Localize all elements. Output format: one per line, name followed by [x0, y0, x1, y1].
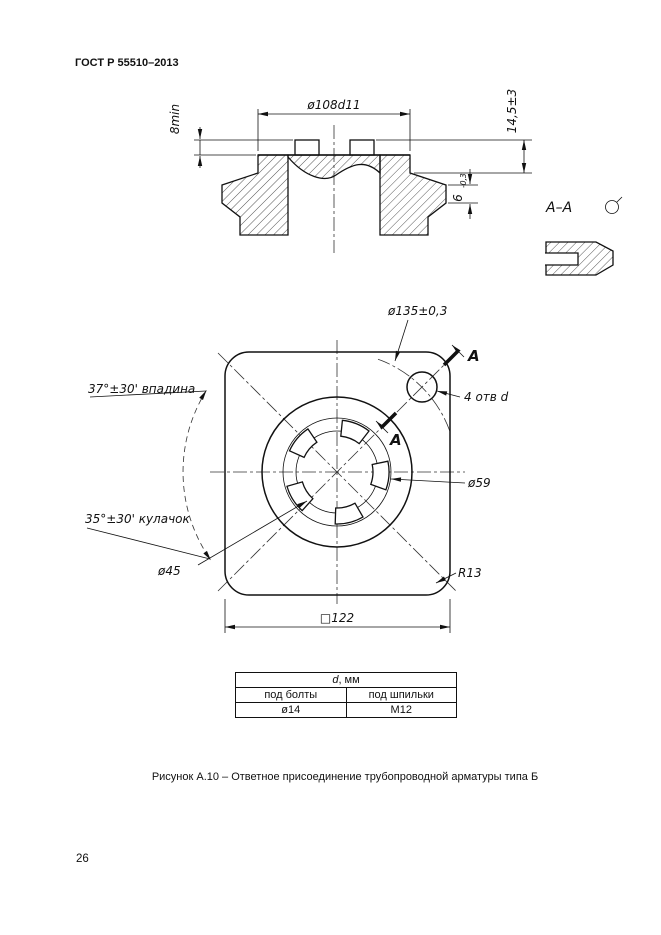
dim-spigot-label: ø108d11: [306, 98, 360, 112]
cam-slot: [286, 481, 314, 512]
right-wall-section: [379, 154, 447, 236]
aa-section-profile: [545, 241, 614, 276]
dim-min-height-label: 8min: [168, 104, 182, 134]
cam-slot: [334, 502, 364, 525]
section-aa-label: А–А: [545, 200, 572, 216]
dim-lug-height-label: 14,5±3: [505, 89, 519, 133]
table-header-unit: , мм: [338, 674, 360, 686]
rotated-view-icon: [605, 200, 619, 214]
page-number: 26: [76, 853, 89, 865]
bolt-hole: [406, 371, 438, 403]
value-studs: М12: [345, 703, 457, 717]
lug-right: [349, 139, 375, 156]
column-bolts: под болты: [264, 689, 318, 701]
table-header-row: d, мм: [236, 673, 456, 687]
cam-angle-label: 35°±30' кулачок: [85, 512, 191, 526]
circle-d59: [282, 417, 392, 527]
hole-size-table: d, мм под болты под шпильки ø14 М12: [235, 672, 457, 718]
cut-line-end: [380, 411, 398, 429]
raised-face-circle: [261, 396, 413, 548]
left-wall-section: [221, 154, 289, 236]
section-view-drawing: ø108d11 8min 14,5±3 6 -0,3: [168, 89, 532, 253]
cut-line-end: [442, 349, 460, 367]
cut-label-bottom: А: [389, 431, 402, 449]
dim-bolt-circle-label: ø135±0,3: [387, 304, 447, 318]
figure-caption: Рисунок А.10 – Ответное присоединение тр…: [151, 771, 539, 783]
aa-section-notch: [545, 252, 579, 266]
cam-slot: [340, 419, 370, 445]
square-flange-outline: [224, 351, 451, 596]
corner-radius-label: R13: [458, 566, 482, 580]
table-column-row: под болты под шпильки: [236, 687, 456, 702]
value-bolts: ø14: [281, 704, 301, 716]
column-studs: под шпильки: [345, 688, 457, 702]
dim-outer-label: ø59: [467, 476, 491, 490]
bolt-circle-arc: [377, 358, 451, 432]
plan-view-drawing: А А ø135±0,3 4 отв d 37°±30' впадина 35°…: [85, 304, 509, 633]
lug-left: [294, 139, 320, 156]
diagonal-axis-2: [217, 352, 457, 592]
table-header-d: d: [332, 674, 339, 686]
dim-shoulder-tolerance: -0,3: [459, 173, 468, 188]
dim-square-label: □122: [320, 611, 354, 625]
dim-inner-label: ø45: [157, 564, 181, 578]
dim-shoulder-label: 6: [451, 194, 465, 202]
cam-slot: [369, 460, 390, 491]
cam-slot: [288, 427, 318, 459]
cut-label-top: А: [467, 347, 480, 365]
section-aa-view: А–А: [545, 196, 623, 276]
holes-note-label: 4 отв d: [464, 390, 509, 404]
document-code: ГОСТ Р 55510–2013: [75, 57, 179, 69]
valley-angle-label: 37°±30' впадина: [88, 382, 195, 396]
break-section: [287, 154, 381, 180]
table-value-row: ø14 М12: [236, 702, 456, 717]
angle-dimension-arc: [182, 390, 212, 561]
